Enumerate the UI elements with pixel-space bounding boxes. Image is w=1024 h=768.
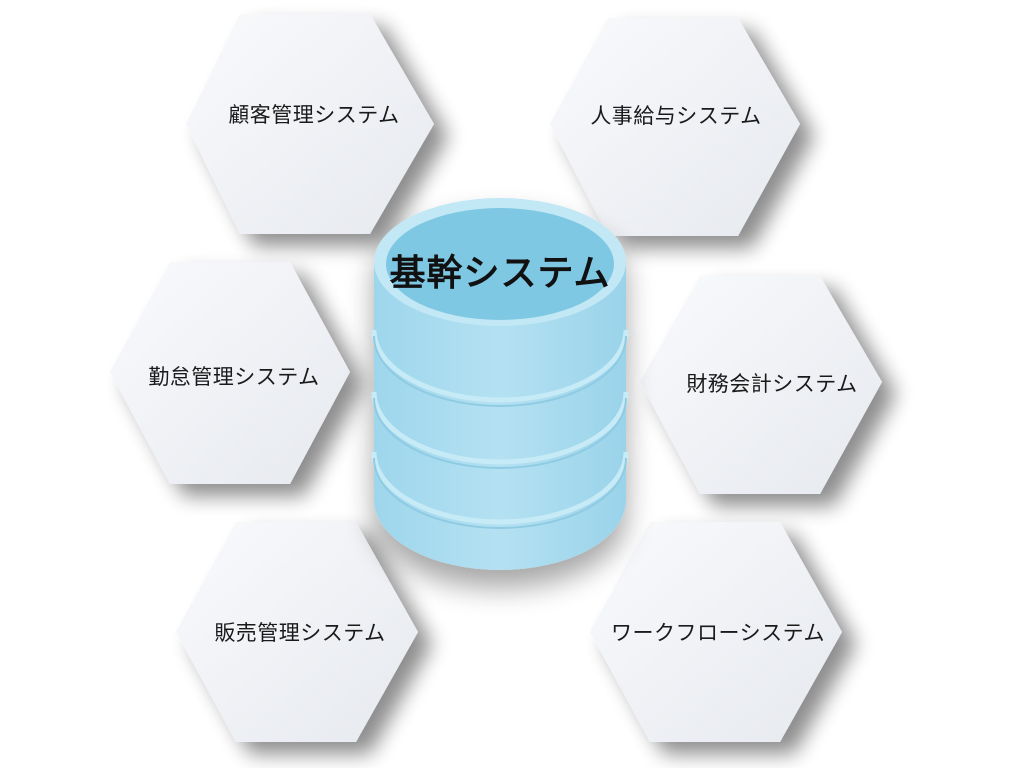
hexagon-customer: [186, 14, 434, 234]
hexagon-hr-payroll: [550, 18, 800, 236]
hexagon-customer-label: 顧客管理システム: [228, 103, 400, 127]
center-system-title: 基幹システム: [389, 253, 611, 294]
hexagon-workflow-label: ワークフローシステム: [611, 621, 825, 645]
hexagon-hr-payroll-label: 人事給与システム: [590, 104, 762, 128]
hexagon-sales: [176, 522, 418, 742]
hexagon-accounting-label: 財務会計システム: [686, 372, 858, 396]
hexagon-accounting: [640, 276, 882, 494]
hexagon-attendance-label: 勤怠管理システム: [148, 365, 320, 389]
hexagon-sales-label: 販売管理システム: [214, 621, 386, 645]
database-cylinder-icon: [371, 198, 629, 570]
hexagon-workflow: [590, 522, 842, 742]
hexagon-attendance: [110, 262, 350, 484]
